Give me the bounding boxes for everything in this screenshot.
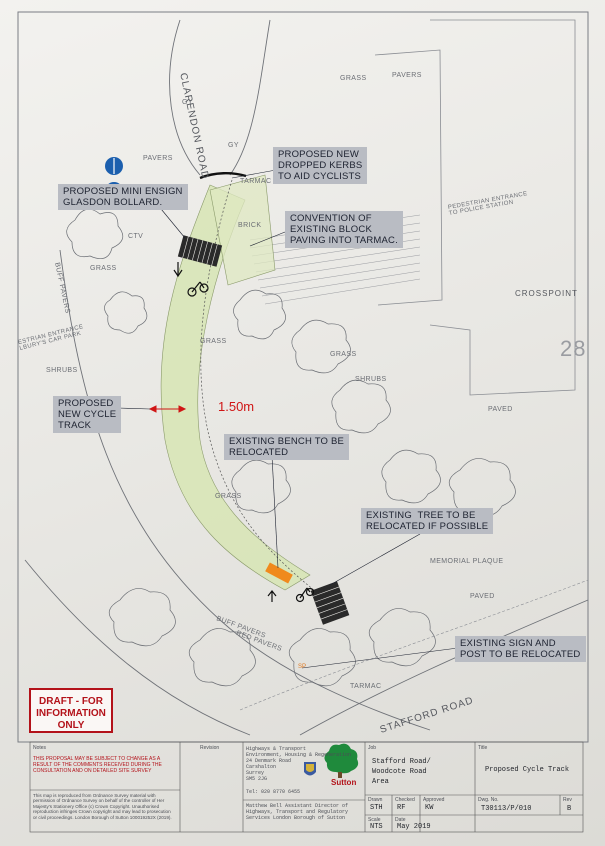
tarmac-conversion-area xyxy=(209,174,276,286)
leader-lines xyxy=(117,169,459,669)
approved-value: KW xyxy=(425,804,434,812)
drawing-number: T30113/P/010 xyxy=(481,805,532,813)
checked-value: RF xyxy=(397,804,406,812)
draft-line: DRAFT - FOR xyxy=(39,696,103,707)
proposed-cycle-track xyxy=(160,184,311,591)
building-outline xyxy=(429,19,576,396)
area-label: BRICK xyxy=(238,222,262,229)
callout-dropped-kerbs: PROPOSED NEW DROPPED KERBS TO AID CYCLIS… xyxy=(273,147,368,184)
building-outline-2 xyxy=(374,49,443,306)
direction-arrow xyxy=(267,590,277,602)
trees xyxy=(66,208,516,687)
approved-label: Approved xyxy=(423,797,445,803)
area-label: GY xyxy=(228,142,239,149)
path-edge xyxy=(59,249,431,731)
area-label: PAVED xyxy=(488,406,513,413)
bench-marker xyxy=(265,562,293,584)
area-label: TARMAC xyxy=(350,683,382,690)
revision-heading: Revision xyxy=(200,745,220,751)
direction-arrow xyxy=(173,262,183,278)
stafford-road-edge xyxy=(299,599,589,736)
area-label: GRASS xyxy=(90,265,117,272)
sutton-logo-text: Sutton xyxy=(331,778,357,787)
sign-post-marker: SP xyxy=(298,664,306,670)
area-label: CTV xyxy=(128,233,144,240)
area-label: SHRUBS xyxy=(355,376,387,383)
building-number: 28 xyxy=(560,336,587,361)
area-label: MEMORIAL PLAQUE xyxy=(430,558,504,565)
path-edge xyxy=(24,559,251,736)
cycle-symbol-bottom xyxy=(295,587,315,603)
drawn-value: STH xyxy=(370,804,383,812)
area-label: GRASS xyxy=(330,351,357,358)
area-label: PAVED xyxy=(470,593,495,600)
callout-block-paving: CONVENTION OF EXISTING BLOCK PAVING INTO… xyxy=(285,211,403,248)
callout-sign: EXISTING SIGN AND POST TO BE RELOCATED xyxy=(455,636,586,662)
date-value: May 2019 xyxy=(397,823,431,831)
drawn-label: Drawn xyxy=(368,797,383,803)
council-crest xyxy=(304,762,316,776)
area-label: GRASS xyxy=(340,75,367,82)
drawing-number-label: Dwg. No. xyxy=(478,797,499,803)
area-label: PAVERS xyxy=(392,72,422,79)
dimension-arrow xyxy=(148,405,187,413)
job-name: Stafford Road/ Woodcote Road Area xyxy=(372,758,431,786)
cycle-symbol-top xyxy=(187,281,209,297)
callout-mini-ensign: PROPOSED MINI ENSIGN GLASDON BOLLARD. xyxy=(58,184,188,210)
checked-label: Checked xyxy=(395,797,415,803)
sutton-logo-tree xyxy=(324,743,359,778)
revision-label: Rev xyxy=(563,797,572,803)
department-address: Highways & Transport Environment, Housin… xyxy=(246,746,352,782)
revision-value: B xyxy=(567,805,572,813)
tactile-paving-top xyxy=(177,235,223,267)
area-label: GRASS xyxy=(215,493,242,500)
drawing-title: Proposed Cycle Track xyxy=(485,766,570,774)
scale-label: Scale xyxy=(368,817,381,823)
notes-heading: Notes xyxy=(33,745,47,751)
area-label: SHRUBS xyxy=(46,367,78,374)
road-edge xyxy=(169,19,201,176)
title-label: Title xyxy=(478,745,488,751)
draft-line: INFORMATION xyxy=(36,708,106,719)
copyright-notice: This map is reproduced from Ordnance Sur… xyxy=(33,793,172,820)
dropped-kerb xyxy=(199,172,247,180)
road-edge xyxy=(229,19,271,176)
job-label: Job xyxy=(368,745,377,751)
area-label: GRASS xyxy=(200,338,227,345)
department-tel: Tel: 020 8770 6455 xyxy=(246,789,301,795)
scale-value: NTS xyxy=(370,823,383,831)
draft-line: ONLY xyxy=(57,720,85,731)
date-label: Date xyxy=(395,817,406,823)
area-label: TARMAC xyxy=(240,178,272,185)
kerb-line xyxy=(239,579,589,711)
title-block-frame xyxy=(29,741,584,833)
director-info: Matthew Bell Assistant Director of Highw… xyxy=(246,803,349,821)
map-border xyxy=(17,11,589,743)
callout-new-cycle-track: PROPOSED NEW CYCLE TRACK xyxy=(53,396,122,433)
callout-bench: EXISTING BENCH TO BE RELOCATED xyxy=(224,434,350,460)
tactile-paving-bottom xyxy=(310,581,350,625)
callout-tree: EXISTING TREE TO BE RELOCATED IF POSSIBL… xyxy=(361,508,494,534)
area-label: PAVERS xyxy=(143,155,173,162)
notes-warning: THIS PROPOSAL MAY BE SUBJECT TO CHANGE A… xyxy=(33,756,162,774)
area-label: GY xyxy=(182,99,193,106)
draft-stamp: DRAFT - FOR INFORMATION ONLY xyxy=(29,688,113,733)
crosspoint-label: CROSSPOINT xyxy=(515,289,578,298)
track-width-dimension: 1.50m xyxy=(218,399,255,414)
